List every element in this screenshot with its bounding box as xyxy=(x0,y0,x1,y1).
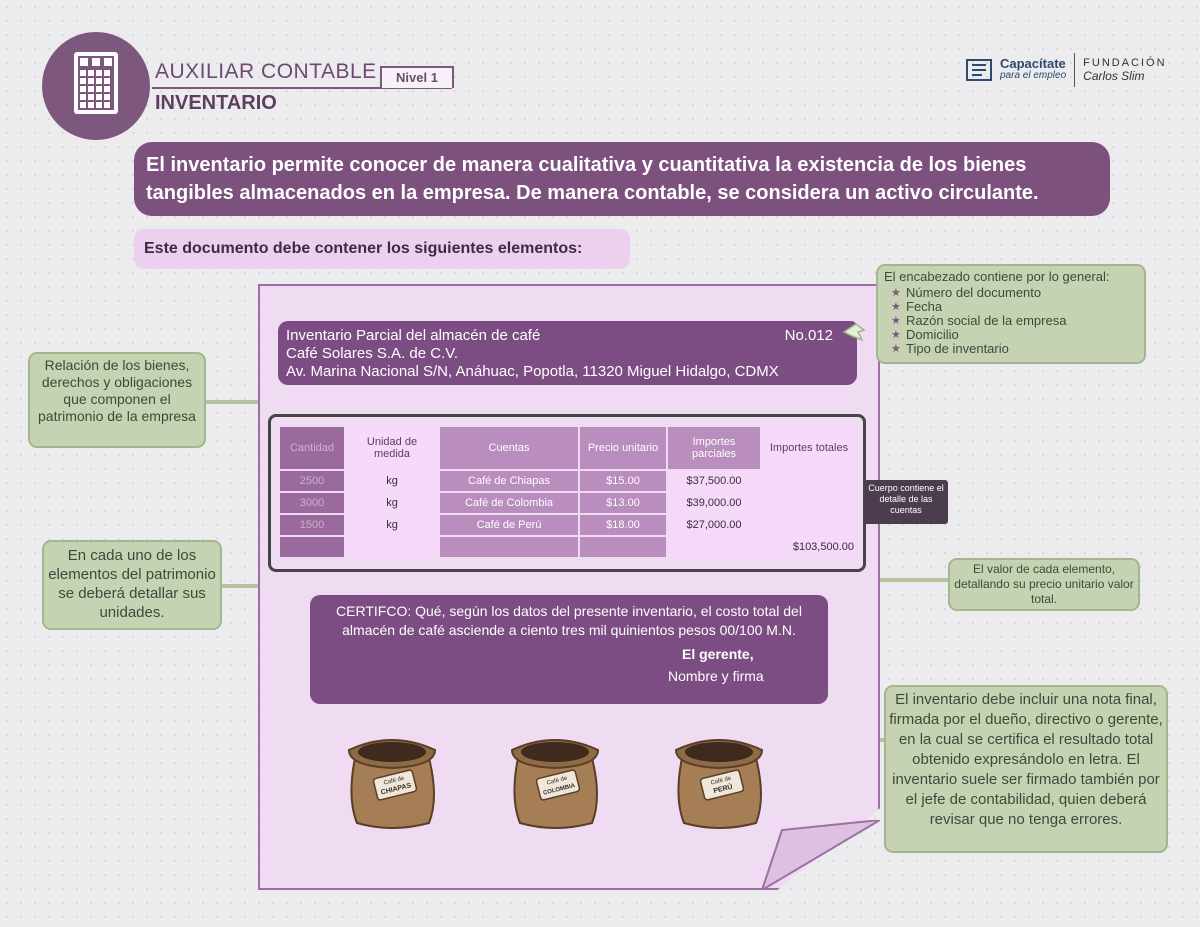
page-fold xyxy=(762,820,880,890)
table-cell: 3000 xyxy=(280,493,344,513)
table-cell xyxy=(580,537,666,557)
company-address: Av. Marina Nacional S/N, Anáhuac, Popotl… xyxy=(286,363,779,380)
svg-text:Café de: Café de xyxy=(546,776,568,787)
table-cell: $27,000.00 xyxy=(668,515,760,535)
coffee-sack-chiapas: Café de CHIAPAS xyxy=(337,728,447,838)
coffee-sack-icon: Café de CHIAPAS xyxy=(347,739,437,829)
note-units: En cada uno de los elementos del patrimo… xyxy=(42,540,222,630)
table-cell xyxy=(668,537,760,557)
level-badge: Nivel 1 xyxy=(380,66,454,88)
table-header-row: Cantidad Unidad de medida Cuentas Precio… xyxy=(280,427,856,469)
table-cell: Café de Perú xyxy=(440,515,578,535)
header-cell: Precio unitario xyxy=(580,427,666,469)
table-cell xyxy=(280,537,344,557)
table-row: 1500 kg Café de Perú $18.00 $27,000.00 xyxy=(280,515,856,535)
topic-title: INVENTARIO xyxy=(155,92,277,114)
note-relation: Relación de los bienes, derechos y oblig… xyxy=(28,352,206,448)
document-number: No.012 xyxy=(784,327,833,344)
header-cell: Unidad de medida xyxy=(346,427,438,469)
note-body: Cuerpo contiene el detalle de las cuenta… xyxy=(864,480,948,524)
table-cell: kg xyxy=(346,515,438,535)
list-item: Razón social de la empresa xyxy=(891,314,1144,329)
table-cell: Café de Colombia xyxy=(440,493,578,513)
capacitate-logo-icon xyxy=(966,59,992,81)
calculator-logo xyxy=(42,32,150,140)
list-item: Tipo de inventario xyxy=(891,342,1144,357)
signer-title: El gerente, xyxy=(682,646,754,662)
brand-separator xyxy=(1074,53,1076,87)
table-cell: $15.00 xyxy=(580,471,666,491)
course-title: AUXILIAR CONTABLE xyxy=(155,60,377,83)
header-divider xyxy=(152,87,452,89)
svg-text:Café de: Café de xyxy=(710,776,732,787)
header-cell: Importes parciales xyxy=(668,427,760,469)
table-cell: Café de Chiapas xyxy=(440,471,578,491)
table-cell xyxy=(762,471,856,491)
certification-text: CERTIFCO: Qué, según los datos del prese… xyxy=(336,603,802,638)
signer-name: Nombre y firma xyxy=(668,668,764,684)
note-final: El inventario debe incluir una nota fina… xyxy=(884,685,1168,853)
table-cell: $18.00 xyxy=(580,515,666,535)
header-cell: Importes totales xyxy=(762,427,856,469)
svg-text:Café de: Café de xyxy=(383,776,405,787)
certification-note: CERTIFCO: Qué, según los datos del prese… xyxy=(310,595,828,704)
table-cell xyxy=(346,537,438,557)
table-cell: 2500 xyxy=(280,471,344,491)
list-item: Número del documento xyxy=(891,286,1144,301)
total-amount: $103,500.00 xyxy=(762,537,856,557)
list-item: Fecha xyxy=(891,300,1144,315)
table-cell xyxy=(762,493,856,513)
table-row: 2500 kg Café de Chiapas $15.00 $37,500.0… xyxy=(280,471,856,491)
table-row: 3000 kg Café de Colombia $13.00 $39,000.… xyxy=(280,493,856,513)
header-pointer-icon xyxy=(842,323,866,342)
brand-logos: Capacítate para el empleo FUNDACIÓN Carl… xyxy=(966,52,1167,88)
table-cell: $37,500.00 xyxy=(668,471,760,491)
table-total-row: $103,500.00 xyxy=(280,537,856,557)
note-header-contents: El encabezado contiene por lo general: N… xyxy=(876,264,1146,364)
table-cell: kg xyxy=(346,493,438,513)
coffee-sack-icon: Café de PERÚ xyxy=(674,739,764,829)
header-cell: Cantidad xyxy=(280,427,344,469)
table-cell: $13.00 xyxy=(580,493,666,513)
table-cell: $39,000.00 xyxy=(668,493,760,513)
company-name: Café Solares S.A. de C.V. xyxy=(286,345,459,362)
coffee-sack-peru: Café de PERÚ xyxy=(664,728,774,838)
table-cell: 1500 xyxy=(280,515,344,535)
note-header-title: El encabezado contiene por lo general: xyxy=(884,269,1110,284)
elements-heading: Este documento debe contener los siguien… xyxy=(134,229,630,269)
table-cell xyxy=(762,515,856,535)
document-header: Inventario Parcial del almacén de café N… xyxy=(278,321,857,385)
brand-fundacion: FUNDACIÓN Carlos Slim xyxy=(1083,57,1167,83)
intro-definition: El inventario permite conocer de manera … xyxy=(134,142,1110,216)
calculator-icon xyxy=(74,52,118,114)
coffee-sack-colombia: Café de COLOMBIA xyxy=(500,728,610,838)
document-title: Inventario Parcial del almacén de café xyxy=(286,327,541,344)
table-cell xyxy=(440,537,578,557)
note-value: El valor de cada elemento, detallando su… xyxy=(948,558,1140,611)
list-item: Domicilio xyxy=(891,328,1144,343)
brand-capacitate: Capacítate para el empleo xyxy=(1000,56,1067,81)
header-elements-list: Número del documento Fecha Razón social … xyxy=(884,286,1144,357)
inventory-table: Cantidad Unidad de medida Cuentas Precio… xyxy=(278,425,858,559)
coffee-sack-icon: Café de COLOMBIA xyxy=(510,739,600,829)
header-cell: Cuentas xyxy=(440,427,578,469)
table-cell: kg xyxy=(346,471,438,491)
